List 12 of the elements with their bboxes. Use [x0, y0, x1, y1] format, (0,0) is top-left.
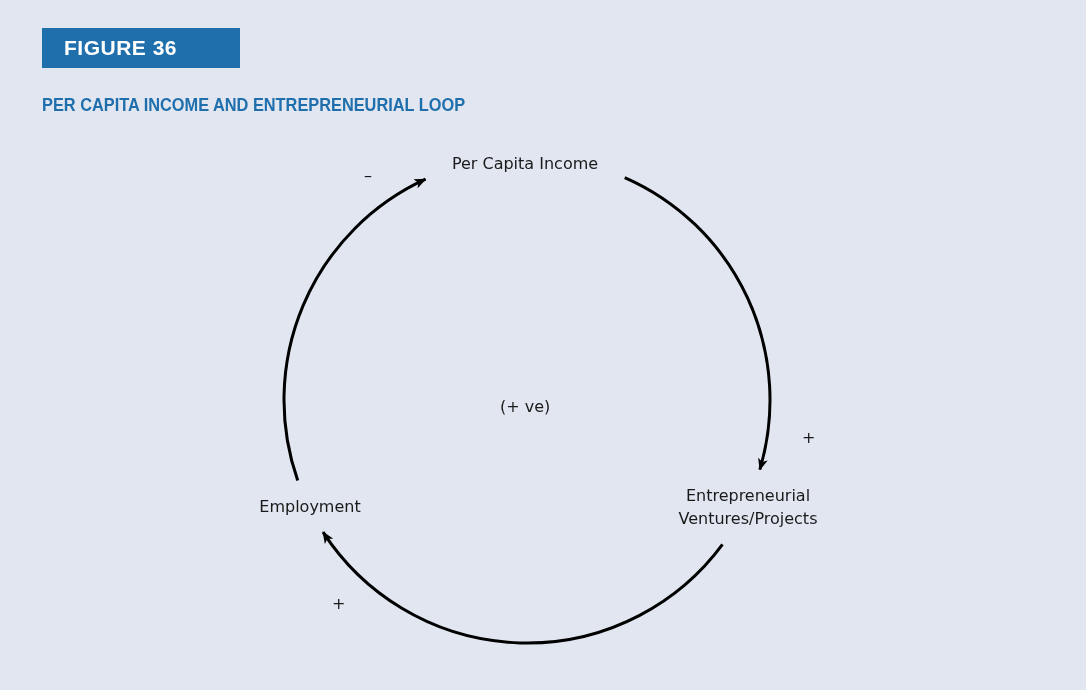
node-label: Per Capita Income	[440, 152, 610, 175]
loop-polarity: (+ ve)	[500, 397, 551, 416]
node-label: Employment	[248, 495, 372, 518]
arrow	[624, 176, 772, 471]
figure-number: FIGURE 36	[42, 28, 240, 68]
polarity-sign: +	[802, 428, 816, 447]
arrow	[282, 177, 427, 481]
figure-title: PER CAPITA INCOME AND ENTREPRENEURIAL LOOP	[42, 94, 466, 116]
arrow	[321, 531, 724, 645]
node-label: Entrepreneurial Ventures/Projects	[660, 484, 836, 530]
polarity-sign: +	[332, 594, 346, 613]
polarity-sign: –	[364, 166, 372, 185]
